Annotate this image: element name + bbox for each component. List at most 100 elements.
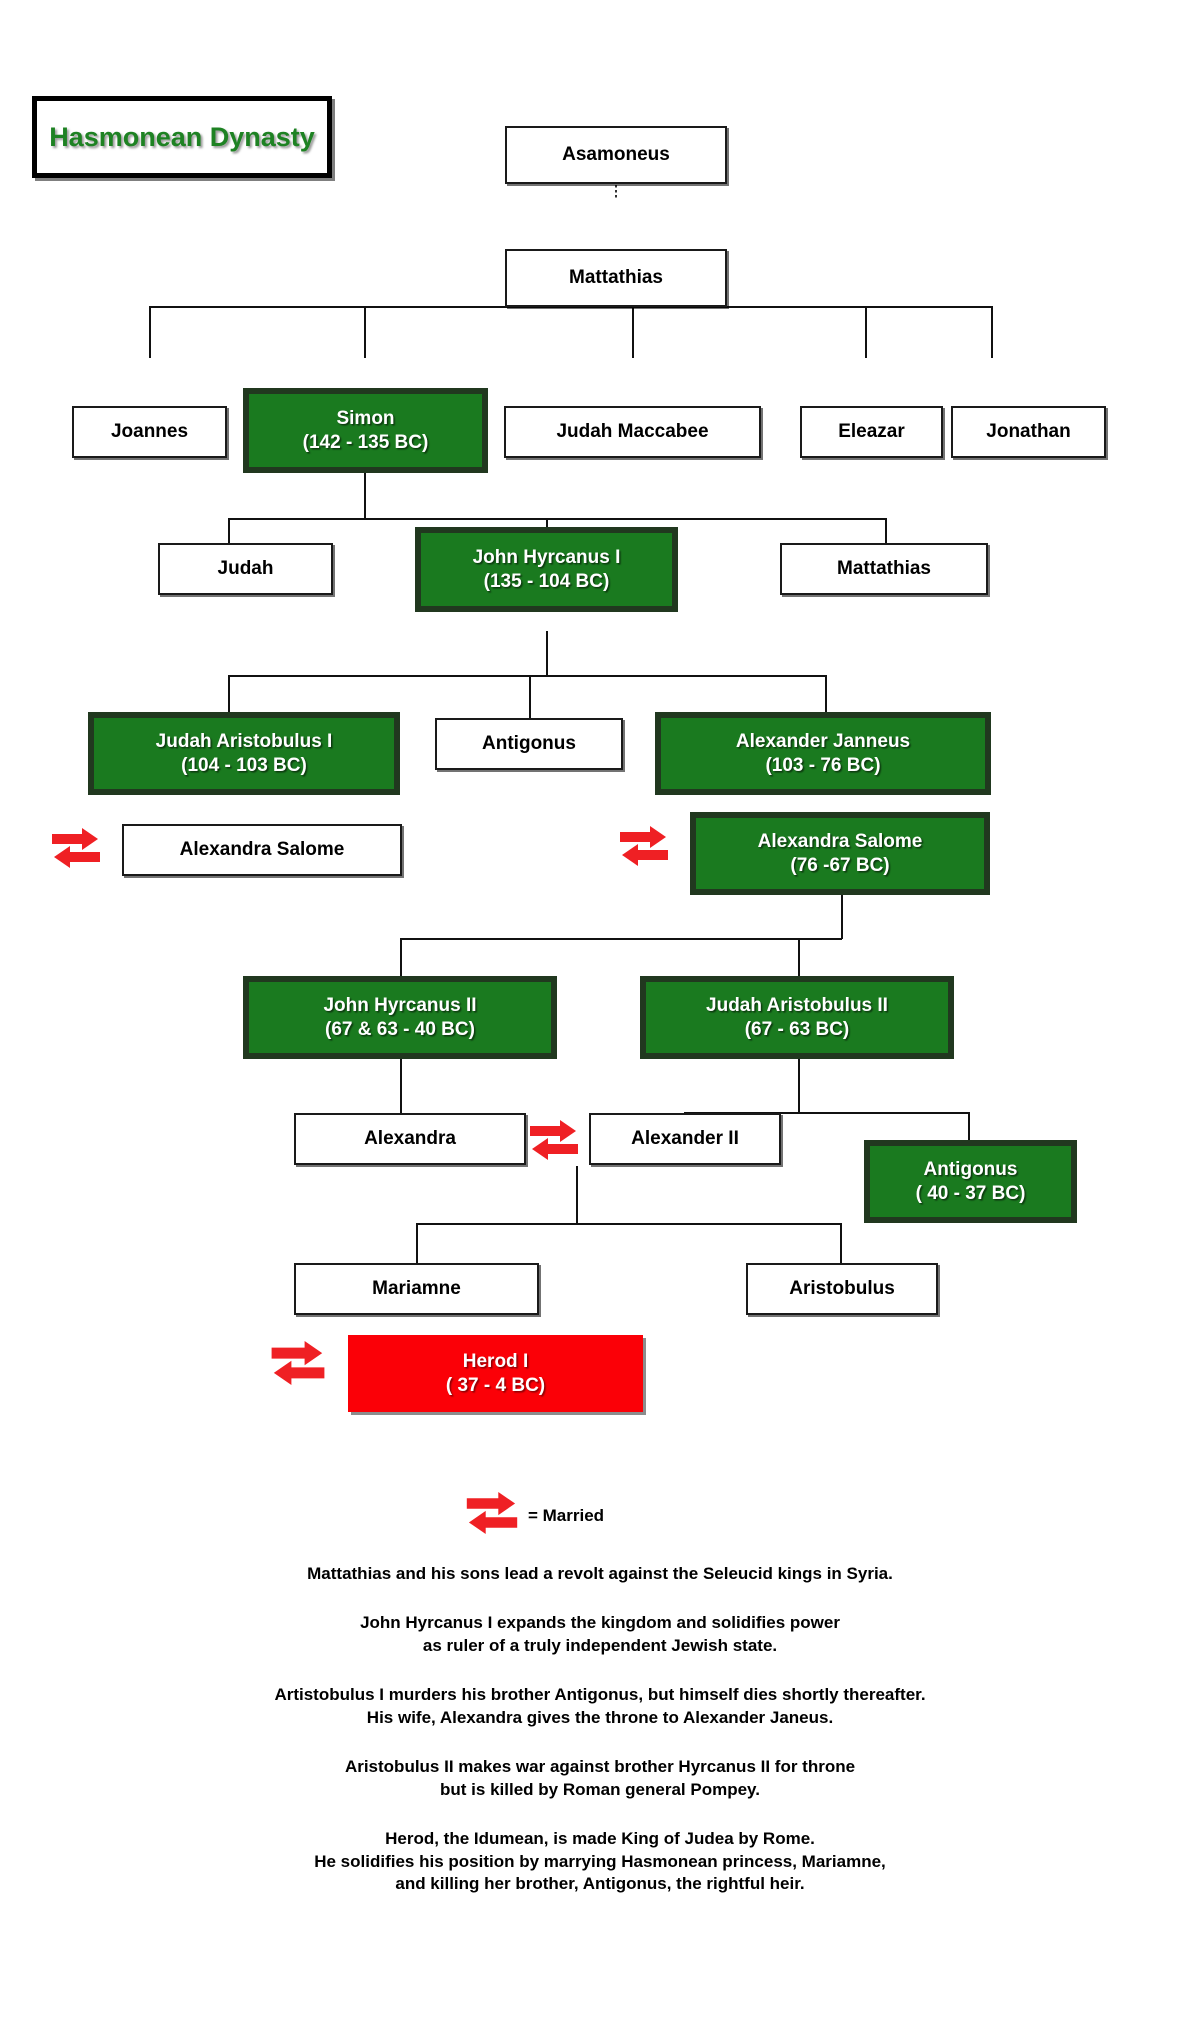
- node-alexandra[interactable]: Alexandra: [294, 1113, 526, 1165]
- node-herod-i[interactable]: Herod I ( 37 - 4 BC): [348, 1335, 643, 1412]
- note-4-line-1: He solidifies his position by marrying H…: [314, 1851, 886, 1871]
- married-arrows-icon-janneus-salome: [620, 826, 668, 866]
- node-alexandra-salome-queen-name: Alexandra Salome: [757, 831, 923, 853]
- node-mattathias-name: Mattathias: [569, 267, 663, 289]
- node-alexander-janneus[interactable]: Alexander Janneus (103 - 76 BC): [655, 712, 991, 795]
- married-arrows-icon-aristobulus-salome: [52, 828, 100, 868]
- connector-alexander-ii-drop: [576, 1166, 578, 1224]
- node-antigonus-king-name: Antigonus: [923, 1159, 1018, 1181]
- connector-gen6-antigonus: [968, 1112, 970, 1140]
- node-mariamne[interactable]: Mariamne: [294, 1263, 539, 1315]
- connector-gen2-bus: [149, 306, 992, 308]
- node-eleazar-name: Eleazar: [838, 421, 905, 443]
- connector-gen4-bus: [228, 675, 826, 677]
- connector-gen5-hyrcanus-ii: [400, 938, 402, 976]
- node-herod-i-reign: ( 37 - 4 BC): [445, 1374, 546, 1396]
- connector-gen7-bus: [416, 1223, 840, 1225]
- node-judah-aristobulus-i[interactable]: Judah Aristobulus I (104 - 103 BC): [88, 712, 400, 795]
- node-aristobulus[interactable]: Aristobulus: [746, 1263, 938, 1315]
- node-antigonus-king[interactable]: Antigonus ( 40 - 37 BC): [864, 1140, 1077, 1223]
- married-arrows-icon-mariamne-herod: [270, 1341, 326, 1385]
- connector-gen4-antigonus: [529, 675, 531, 718]
- legend-married-label: = Married: [528, 1505, 605, 1525]
- connector-gen2-jonathan: [991, 306, 993, 358]
- node-mariamne-name: Mariamne: [372, 1278, 461, 1300]
- node-mattathias[interactable]: Mattathias: [505, 249, 727, 307]
- connector-hyrcanus-drop: [546, 631, 548, 676]
- node-judah-aristobulus-i-name: Judah Aristobulus I: [155, 731, 333, 753]
- note-2-line-0: Artistobulus I murders his brother Antig…: [274, 1684, 926, 1704]
- node-asamoneus[interactable]: Asamoneus: [505, 126, 727, 184]
- note-0-line-0: Mattathias and his sons lead a revolt ag…: [307, 1564, 893, 1583]
- connector-gen3-mattathias: [885, 518, 887, 543]
- node-john-hyrcanus-i-name: John Hyrcanus I: [472, 547, 621, 569]
- node-judah-aristobulus-i-reign: (104 - 103 BC): [181, 754, 307, 776]
- node-simon-reign: (142 - 135 BC): [302, 431, 429, 453]
- node-judah-aristobulus-ii-reign: (67 - 63 BC): [744, 1018, 850, 1040]
- node-alexander-ii-name: Alexander II: [631, 1128, 739, 1150]
- node-judah[interactable]: Judah: [158, 543, 333, 595]
- connector-gen5-aristobulus-ii: [798, 938, 800, 976]
- married-arrows-icon-alexandra-alexanderii: [530, 1120, 578, 1160]
- node-judah-maccabee-name: Judah Maccabee: [556, 421, 709, 443]
- node-judah-name: Judah: [217, 558, 274, 580]
- node-joannes-name: Joannes: [110, 421, 189, 443]
- note-4-line-0: Herod, the Idumean, is made King of Jude…: [385, 1828, 815, 1848]
- connector-gen2-eleazar: [865, 306, 867, 358]
- connector-gen3-judah: [228, 518, 230, 543]
- node-alexandra-salome-wife[interactable]: Alexandra Salome: [122, 824, 402, 876]
- connector-gen4-aristobulus-i: [228, 675, 230, 712]
- node-alexander-ii[interactable]: Alexander II: [589, 1113, 781, 1165]
- married-arrows-icon-legend: [465, 1492, 519, 1539]
- note-3: Aristobulus II makes war against brother…: [0, 1756, 1200, 1802]
- connector-gen3-bus: [228, 518, 885, 520]
- node-john-hyrcanus-i-reign: (135 - 104 BC): [483, 570, 610, 592]
- connector-simon-drop: [364, 473, 366, 519]
- notes-block: Mattathias and his sons lead a revolt ag…: [0, 1563, 1200, 1896]
- node-john-hyrcanus-ii-name: John Hyrcanus II: [323, 995, 477, 1017]
- note-1: John Hyrcanus I expands the kingdom and …: [0, 1612, 1200, 1658]
- connector-gen7-mariamne: [416, 1223, 418, 1263]
- connector-gen7-aristobulus: [840, 1223, 842, 1263]
- node-simon[interactable]: Simon (142 - 135 BC): [243, 388, 488, 473]
- note-0: Mattathias and his sons lead a revolt ag…: [0, 1563, 1200, 1586]
- connector-aristobulus-ii-drop: [798, 1047, 800, 1113]
- connector-gen2-joannes: [149, 306, 151, 358]
- note-3-line-1: but is killed by Roman general Pompey.: [440, 1779, 760, 1799]
- node-mattathias-2-name: Mattathias: [837, 558, 931, 580]
- node-asamoneus-name: Asamoneus: [562, 144, 670, 166]
- note-3-line-0: Aristobulus II makes war against brother…: [344, 1756, 856, 1776]
- connector-gen2-simon: [364, 306, 366, 358]
- node-alexandra-salome-queen[interactable]: Alexandra Salome (76 -67 BC): [690, 812, 990, 895]
- node-jonathan-name: Jonathan: [986, 421, 1071, 443]
- connector-gen2-judah-maccabee: [632, 306, 634, 358]
- node-simon-name: Simon: [336, 408, 395, 430]
- node-john-hyrcanus-i[interactable]: John Hyrcanus I (135 - 104 BC): [415, 527, 678, 612]
- legend-married: = Married: [465, 1492, 604, 1539]
- node-alexander-janneus-name: Alexander Janneus: [735, 731, 911, 753]
- connector-gen6-bus: [684, 1112, 969, 1114]
- node-judah-aristobulus-ii[interactable]: Judah Aristobulus II (67 - 63 BC): [640, 976, 954, 1059]
- node-joannes[interactable]: Joannes: [72, 406, 227, 458]
- connector-hyrcanus-ii-drop: [400, 1047, 402, 1113]
- node-jonathan[interactable]: Jonathan: [951, 406, 1106, 458]
- node-antigonus-son-name: Antigonus: [482, 733, 576, 755]
- chart-title-text: Hasmonean Dynasty: [49, 121, 315, 152]
- note-2: Artistobulus I murders his brother Antig…: [0, 1684, 1200, 1730]
- note-4-line-2: and killing her brother, Antigonus, the …: [395, 1874, 805, 1894]
- node-alexander-janneus-reign: (103 - 76 BC): [765, 754, 881, 776]
- node-eleazar[interactable]: Eleazar: [800, 406, 943, 458]
- node-antigonus-son[interactable]: Antigonus: [435, 718, 623, 770]
- node-john-hyrcanus-ii[interactable]: John Hyrcanus II (67 & 63 - 40 BC): [243, 976, 557, 1059]
- chart-title-plaque: Hasmonean Dynasty: [32, 96, 332, 178]
- node-judah-maccabee[interactable]: Judah Maccabee: [504, 406, 761, 458]
- node-mattathias-2[interactable]: Mattathias: [780, 543, 988, 595]
- connector-gen3-hyrcanus: [546, 518, 548, 527]
- node-alexandra-salome-queen-reign: (76 -67 BC): [790, 854, 890, 876]
- node-alexandra-salome-wife-name: Alexandra Salome: [179, 839, 345, 861]
- node-alexandra-name: Alexandra: [364, 1128, 456, 1150]
- note-4: Herod, the Idumean, is made King of Jude…: [0, 1828, 1200, 1897]
- connector-salome-drop: [841, 894, 843, 939]
- connector-gen5-bus: [400, 938, 842, 940]
